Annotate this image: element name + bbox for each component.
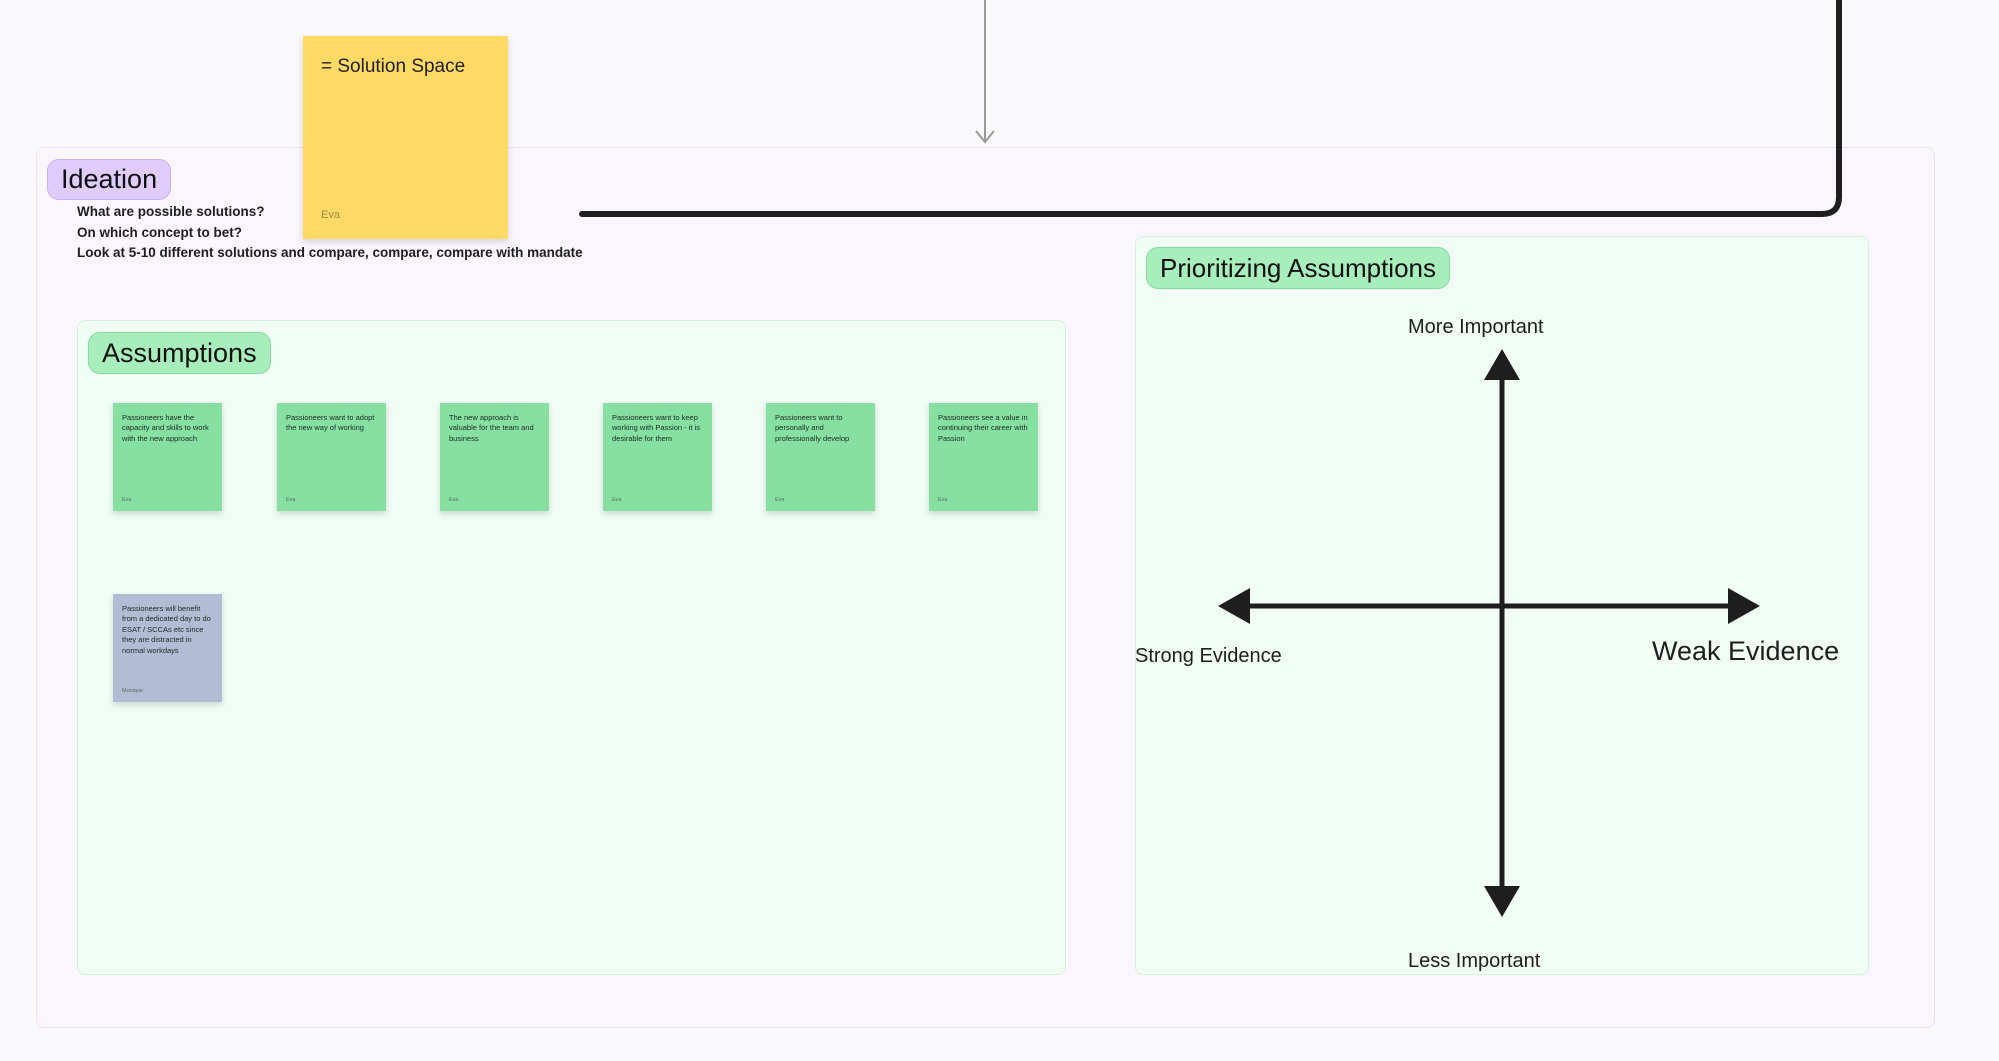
solution-space-sticky[interactable]: = Solution Space Eva xyxy=(303,36,508,239)
connector-line-black[interactable] xyxy=(579,0,1842,217)
sticky-author: Eva xyxy=(286,497,296,503)
sticky-text: = Solution Space xyxy=(321,56,466,77)
sticky-author: Eva xyxy=(938,497,948,503)
sticky-author: Eva xyxy=(122,497,132,503)
axis-label-top: More Important xyxy=(1408,316,1544,338)
arrow-right-icon xyxy=(1728,588,1760,624)
sticky-text: Passioneers want to keep working with Pa… xyxy=(612,413,700,443)
prioritizing-title[interactable]: Prioritizing Assumptions xyxy=(1146,247,1450,289)
arrow-up-icon xyxy=(1484,349,1520,380)
arrow-down-icon xyxy=(1484,886,1520,917)
sticky-text: Passioneers see a value in continuing th… xyxy=(938,413,1028,443)
sticky-author: Eva xyxy=(321,209,340,221)
description-line: What are possible solutions? xyxy=(77,204,265,219)
ideation-description: What are possible solutions? On which co… xyxy=(77,202,583,264)
sticky-text: Passioneers will benefit from a dedicate… xyxy=(122,604,211,655)
ideation-title[interactable]: Ideation xyxy=(47,159,172,200)
sticky-author: Eva xyxy=(449,497,459,503)
sticky-text: Passioneers have the capacity and skills… xyxy=(122,413,209,443)
assumption-sticky[interactable]: Passioneers will benefit from a dedicate… xyxy=(113,594,222,702)
assumptions-title[interactable]: Assumptions xyxy=(88,332,271,374)
arrow-head-icon xyxy=(975,130,995,144)
assumption-sticky[interactable]: Passioneers have the capacity and skills… xyxy=(113,403,222,511)
assumption-sticky[interactable]: The new approach is valuable for the tea… xyxy=(440,403,549,511)
description-line: On which concept to bet? xyxy=(77,224,242,240)
assumption-sticky[interactable]: Passioneers want to keep working with Pa… xyxy=(603,403,712,511)
sticky-author: Monique xyxy=(122,688,144,694)
axis-label-left: Strong Evidence xyxy=(1135,645,1282,667)
description-line: Look at 5-10 different solutions and com… xyxy=(77,245,583,260)
sticky-text: Passioneers want to personally and profe… xyxy=(775,413,850,443)
axis-label-right: Weak Evidence xyxy=(1652,636,1840,666)
assumption-sticky[interactable]: Passioneers want to personally and profe… xyxy=(766,403,875,511)
assumption-sticky[interactable]: Passioneers want to adopt the new way of… xyxy=(277,403,386,511)
assumption-sticky[interactable]: Passioneers see a value in continuing th… xyxy=(929,403,1038,511)
assumptions-section[interactable] xyxy=(77,320,1066,975)
sticky-author: Eva xyxy=(775,497,785,503)
axis-label-bottom: Less Important xyxy=(1408,950,1541,972)
arrow-left-icon xyxy=(1218,588,1250,624)
sticky-text: The new approach is valuable for the tea… xyxy=(449,413,534,443)
sticky-text: Passioneers want to adopt the new way of… xyxy=(286,413,375,433)
sticky-author: Eva xyxy=(612,497,622,503)
